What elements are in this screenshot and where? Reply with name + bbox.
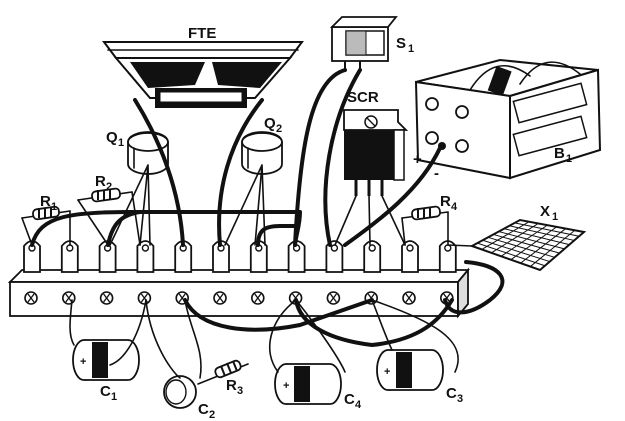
terminal-screw-slot bbox=[405, 293, 413, 303]
solar-grid-line bbox=[493, 233, 560, 254]
terminal-screw-slot bbox=[254, 293, 262, 303]
terminal-strip bbox=[7, 240, 470, 319]
terminal-lug bbox=[136, 240, 155, 273]
terminal-screw-slot bbox=[103, 293, 111, 303]
capacitor-c4: + bbox=[274, 363, 342, 405]
resistor-r4 bbox=[401, 205, 449, 221]
label-c4: C bbox=[344, 391, 355, 408]
solar-grid-line bbox=[498, 231, 565, 250]
terminal-screw-slot bbox=[65, 293, 73, 303]
label-speaker: FTE bbox=[188, 25, 216, 42]
terminal-screw-slot bbox=[329, 293, 337, 303]
label-switch: S bbox=[396, 35, 406, 52]
terminal-screw-slot bbox=[216, 293, 224, 303]
battery-holder-b1 bbox=[414, 58, 602, 180]
capacitor-c1: + bbox=[72, 339, 140, 381]
label-switch-sub: 1 bbox=[408, 43, 414, 55]
solar-grid-line bbox=[503, 228, 570, 246]
transistor-q2 bbox=[241, 131, 283, 175]
label-battery-sub: 1 bbox=[566, 153, 572, 165]
label-r3-sub: 3 bbox=[237, 385, 243, 397]
label-c1: C bbox=[100, 383, 111, 400]
label-c3-sub: 3 bbox=[457, 393, 463, 405]
label-r1-sub: 1 bbox=[51, 201, 57, 213]
label-r1: R bbox=[40, 193, 51, 210]
label-scr: SCR bbox=[347, 89, 379, 106]
solar-grid-line bbox=[482, 239, 550, 263]
resistor-r1 bbox=[21, 205, 71, 221]
label-x1-sub: 1 bbox=[552, 211, 558, 223]
label-q2-sub: 2 bbox=[276, 123, 282, 135]
label-r4-sub: 4 bbox=[451, 201, 458, 213]
capacitor-c3: + bbox=[376, 349, 444, 391]
terminal-lug bbox=[325, 240, 344, 273]
label-c2: C bbox=[198, 401, 209, 418]
solar-grid-line bbox=[481, 221, 530, 250]
terminal-lug bbox=[212, 240, 230, 273]
component-labels: FTE S 1 SCR B 1 + - Q 1 Q 2 R 1 R 2 R 4 … bbox=[40, 25, 572, 421]
label-q2: Q bbox=[264, 115, 276, 132]
label-q1: Q bbox=[106, 129, 118, 146]
terminal-lug-hole bbox=[406, 244, 414, 252]
terminal-lugs bbox=[23, 240, 457, 273]
label-c1-sub: 1 bbox=[111, 391, 117, 403]
solar-grid-line bbox=[514, 222, 580, 237]
speaker-fte bbox=[102, 41, 304, 108]
label-c2-sub: 2 bbox=[209, 409, 215, 421]
label-r4: R bbox=[440, 193, 451, 210]
terminal-lug-hole bbox=[368, 244, 376, 252]
terminal-lug-hole bbox=[444, 244, 452, 252]
terminal-lug-hole bbox=[141, 244, 150, 252]
solar-grid-line bbox=[500, 224, 548, 257]
terminal-lug bbox=[401, 240, 419, 273]
label-q1-sub: 1 bbox=[118, 137, 124, 149]
label-c3: C bbox=[446, 385, 457, 402]
solar-grid-line bbox=[477, 242, 546, 267]
terminal-lug bbox=[363, 240, 382, 273]
label-r3: R bbox=[226, 377, 237, 394]
terminal-screw-slot bbox=[27, 293, 35, 303]
label-c4-sub: 4 bbox=[355, 399, 362, 411]
switch-s1 bbox=[329, 16, 398, 72]
solar-grid-line bbox=[487, 236, 555, 258]
solar-grid-line bbox=[520, 228, 567, 264]
label-r2: R bbox=[95, 173, 106, 190]
solar-grid-line bbox=[491, 223, 539, 254]
resistor-r3 bbox=[197, 359, 249, 385]
solar-cell-x1 bbox=[469, 218, 587, 272]
battery-minus-mark: - bbox=[434, 165, 439, 182]
capacitor-plus-mark: + bbox=[283, 380, 289, 392]
resistor-r2 bbox=[77, 187, 133, 203]
battery-plus-mark: + bbox=[413, 151, 422, 168]
terminal-lug bbox=[287, 240, 306, 273]
solar-grid-line bbox=[509, 225, 575, 241]
capacitor-c2 bbox=[163, 375, 197, 409]
capacitor-plus-mark: + bbox=[80, 356, 86, 368]
scr-thyristor bbox=[343, 109, 409, 196]
terminal-lug-hole bbox=[330, 244, 339, 252]
terminal-lug-hole bbox=[66, 244, 74, 252]
label-r2-sub: 2 bbox=[106, 181, 112, 193]
wiring bbox=[21, 68, 505, 379]
solar-grid-line bbox=[529, 229, 576, 267]
label-battery: B bbox=[554, 145, 565, 162]
solar-grid-line bbox=[510, 226, 557, 261]
label-x1: X bbox=[540, 203, 550, 220]
capacitor-plus-mark: + bbox=[384, 366, 390, 378]
